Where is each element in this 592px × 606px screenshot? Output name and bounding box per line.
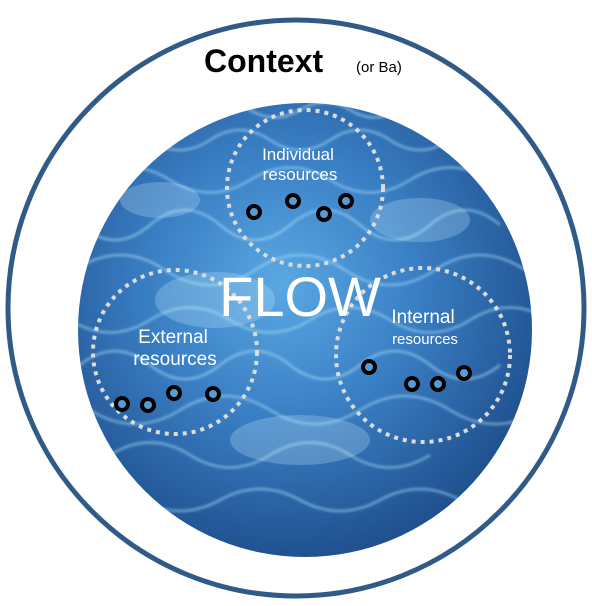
external-resource-dots	[114, 385, 221, 413]
flow-label: FLOW	[219, 265, 381, 328]
individual-label-line1: Individual	[262, 145, 334, 164]
resource-dot	[114, 396, 130, 412]
external-label-line2: resources	[133, 349, 216, 370]
resource-dot	[166, 385, 182, 401]
resource-dot	[430, 376, 446, 392]
individual-resource-dots	[246, 193, 354, 222]
individual-resources-circle	[225, 108, 385, 268]
resource-dot	[140, 397, 156, 413]
water-highlights	[120, 182, 470, 465]
resource-dot	[285, 193, 301, 209]
individual-label-line2: resources	[263, 165, 338, 184]
resource-dot	[205, 386, 221, 402]
resource-dot	[404, 376, 420, 392]
internal-label-line1: Internal	[391, 307, 454, 328]
resource-dot	[316, 206, 332, 222]
water-disc	[78, 103, 532, 557]
context-subtitle: (or Ba)	[356, 59, 402, 76]
internal-label-line2: resources	[392, 331, 458, 348]
resource-dot	[456, 365, 472, 381]
resource-dot	[338, 193, 354, 209]
internal-resources-circle	[334, 266, 512, 444]
context-title: Context	[204, 43, 323, 79]
external-label-line1: External	[138, 327, 208, 348]
external-resources-circle	[91, 268, 259, 436]
resource-dot	[246, 204, 262, 220]
internal-resource-dots	[361, 359, 472, 392]
resource-dot	[361, 359, 377, 375]
